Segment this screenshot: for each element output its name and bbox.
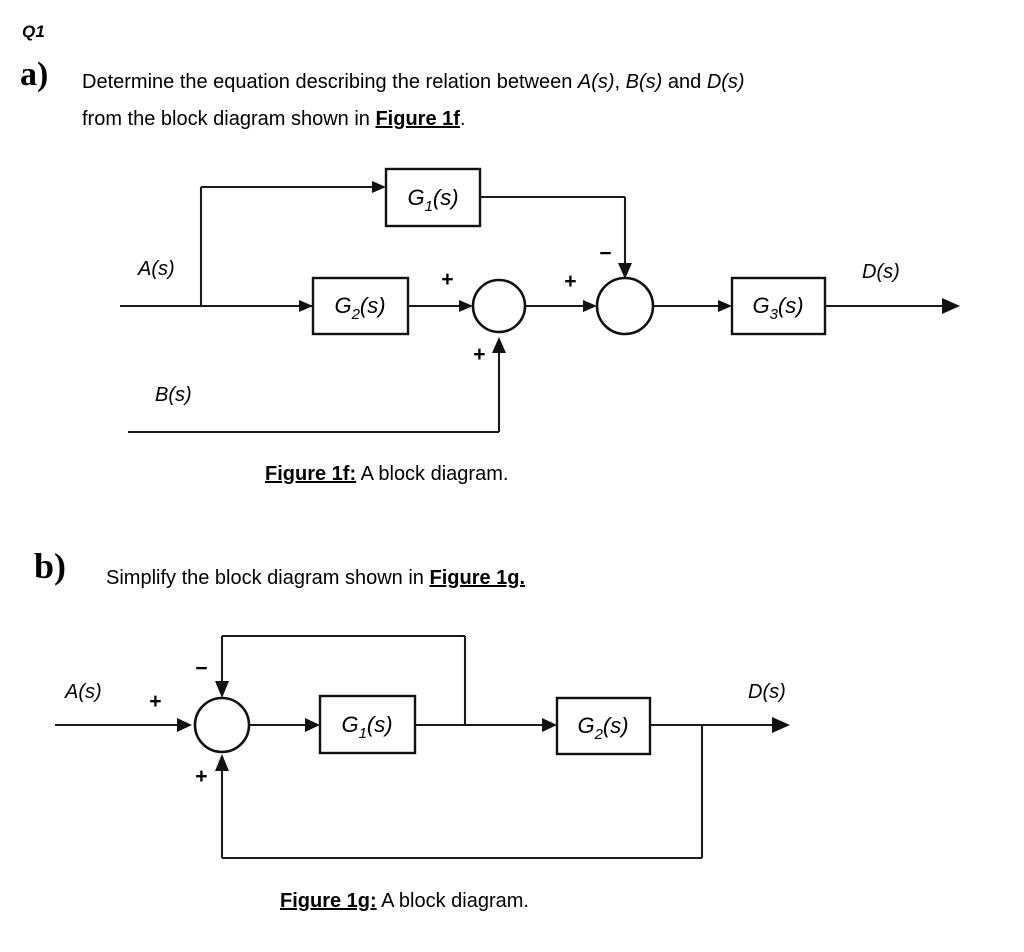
sign-sum1-bottom: + [473,343,485,366]
sign-sum1-left: + [441,268,453,291]
arrowhead-into-sum1-left [459,300,473,312]
block-g1-label: G1(s) [407,185,458,215]
arrowhead-into-sum-bottom-1g [215,754,229,771]
symbol-a-of-s: A(s) [577,71,615,93]
block-g2-label-tail: (s) [360,293,386,318]
sign-sum-top-1g: − [195,657,207,680]
block-g2-label-sub: 2 [351,306,361,323]
figure-1f-caption: Figure 1f: A block diagram. [265,463,508,486]
figure-1g-caption: Figure 1g: A block diagram. [280,890,529,913]
figure-1g-caption-ref: Figure 1g: [280,890,377,912]
label-d-of-s-1g: D(s) [748,681,786,703]
figure-1g-caption-text: A block diagram. [376,890,529,912]
block-g1-label-g: G [407,185,424,210]
block-g2-label-tail-1g: (s) [603,713,629,738]
block-g2-label-sub-1g: 2 [594,726,604,743]
arrowhead-into-sum2-top [618,263,632,279]
symbol-d-of-s: D(s) [706,71,745,93]
label-a-of-s-1g: A(s) [64,681,102,703]
arrowhead-output-d-1g [772,717,790,733]
block-g1-label-g-1g: G [341,712,358,737]
block-g2-label: G2(s) [334,293,385,323]
block-g2-label-1g: G2(s) [577,713,628,743]
figure-1f-caption-text: A block diagram. [356,463,509,485]
block-g2-1g [555,696,652,756]
part-a-sep1: , [614,71,626,93]
part-a-text: Determine the equation describing the re… [82,64,1000,138]
arrowhead-into-g1 [372,181,386,193]
part-b-text: Simplify the block diagram shown in Figu… [106,562,525,594]
block-g1-label-tail: (s) [433,185,459,210]
part-a-marker: a) [20,56,49,93]
part-a-line2-post: . [459,108,466,130]
arrowhead-into-sum-left-1g [177,718,192,732]
label-a-of-s: A(s) [137,258,175,280]
part-a-line1-pre: Determine the equation describing the re… [82,71,578,93]
part-b-marker: b) [34,546,67,586]
block-g1-label-sub: 1 [425,198,433,215]
figure-1g-svg: A(s) + − + G1(s) [55,634,790,860]
block-g1 [384,167,482,228]
arrowhead-into-sum2-left [583,300,597,312]
block-g3-label-g: G [752,293,769,318]
block-g1-label-tail-1g: (s) [367,712,393,737]
sign-sum-bottom-1g: + [195,765,207,788]
figure-1f-block-diagram: G1(s) − A(s) G2(s) + [0,155,1024,455]
block-g3-label-tail: (s) [778,293,804,318]
block-g3 [730,276,827,336]
symbol-b-of-s: B(s) [625,71,663,93]
part-a-line2: from the block diagram shown in Figure 1… [82,101,1000,138]
arrowhead-into-g3 [718,300,732,312]
label-b-of-s: B(s) [155,384,192,406]
arrowhead-into-g2 [299,300,313,312]
figure-1f-caption-ref: Figure 1f: [265,463,357,485]
summing-junction-2 [595,276,655,336]
arrowhead-into-sum-top-1g [215,681,229,698]
block-g2-label-g-1g: G [577,713,594,738]
arrowhead-into-sum1-bottom [492,337,506,353]
sign-sum2-left: + [564,270,576,293]
summing-junction-1 [471,278,527,334]
part-b-text-pre: Simplify the block diagram shown in [106,567,430,589]
figure-1g-reference[interactable]: Figure 1g. [429,567,526,589]
figure-1g-block-diagram: A(s) + − + G1(s) [0,610,1024,880]
block-g2 [311,276,410,336]
block-g1-label-1g: G1(s) [341,712,392,742]
summing-junction-1g [193,696,251,754]
block-g1-label-sub-1g: 1 [359,725,367,742]
question-number: Q1 [22,22,46,41]
figure-1f-svg: G1(s) − A(s) G2(s) + [120,167,960,434]
label-d-of-s: D(s) [862,261,900,283]
arrowhead-into-g2-1g [542,718,557,732]
arrowhead-output-d [942,298,960,314]
block-g2-label-g: G [334,293,351,318]
figure-1f-reference[interactable]: Figure 1f [375,108,460,130]
block-g3-label-sub: 3 [770,306,779,323]
arrowhead-into-g1-1g [305,718,320,732]
part-a-sep2: and [662,71,707,93]
part-a-line2-pre: from the block diagram shown in [82,108,376,130]
sign-sum2-top: − [599,242,611,265]
block-g3-label: G3(s) [752,293,803,323]
sign-sum-left-1g: + [149,690,161,713]
